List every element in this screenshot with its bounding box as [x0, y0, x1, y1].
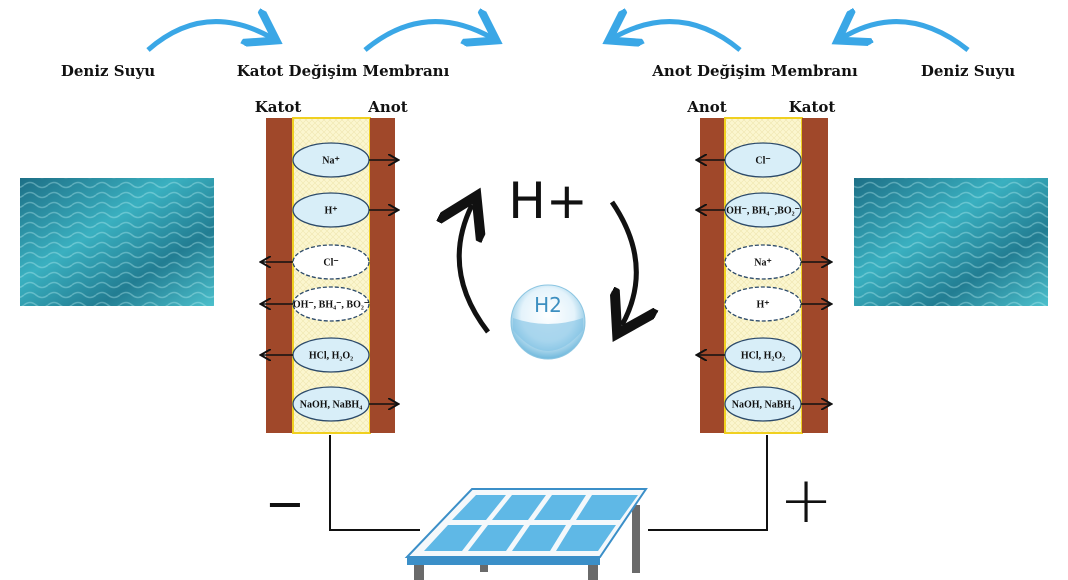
left-cell-cathode-electrode — [266, 118, 293, 433]
right-cell-ion: NaOH, NaBH₄ — [724, 386, 830, 422]
right-cell-ion: OH⁻, BH₄⁻,BO₂⁻ — [698, 192, 802, 228]
ion-label: H⁺ — [756, 300, 769, 311]
flow-arrow-icon — [363, 22, 492, 52]
right-cell-ion: HCl, H₂O₂ — [698, 337, 802, 373]
positive-sign: + — [779, 464, 833, 538]
ion-label: OH⁻, BH₄⁻, BO₂⁻ — [293, 300, 369, 311]
proton-label: H+ — [508, 172, 588, 230]
cation-membrane-label: Katot Değişim Membranı — [237, 62, 450, 80]
right-cell-ion: Na⁺ — [724, 244, 830, 280]
hydrogen-label: H2 — [534, 293, 562, 317]
ion-label: NaOH, NaBH₄ — [300, 400, 362, 411]
left-cell-ion: NaOH, NaBH₄ — [292, 386, 397, 422]
negative-wire — [329, 435, 420, 531]
left-cell-ion: Cl⁻ — [262, 244, 370, 280]
right-cell-cathode-label: Katot — [789, 98, 836, 116]
seawater-right-label: Deniz Suyu — [921, 62, 1015, 80]
left-cell-cathode-label: Katot — [255, 98, 302, 116]
right-cell-ion: Cl⁻ — [698, 142, 802, 178]
ion-label: Cl⁻ — [755, 156, 770, 167]
right-cell-ions: Cl⁻ OH⁻, BH₄⁻,BO₂⁻ Na⁺ H⁺ HCl, H₂O₂ NaOH, NaB… — [698, 142, 830, 422]
ion-label: H⁺ — [324, 206, 337, 217]
left-cell-anode-label: Anot — [367, 98, 408, 116]
negative-sign: − — [265, 476, 305, 532]
ion-ellipse — [292, 286, 370, 322]
left-cell-anode-electrode — [370, 118, 395, 433]
cycle-arrow-up-icon — [459, 205, 490, 334]
hydrogen-bubble: H2 — [510, 284, 586, 360]
right-cell-anode-label: Anot — [686, 98, 727, 116]
flow-arrows — [146, 22, 970, 52]
solar-panel-icon — [404, 488, 648, 580]
right-cell-ion: H⁺ — [724, 286, 830, 322]
ion-label: HCl, H₂O₂ — [309, 351, 353, 362]
left-cell-ion: OH⁻, BH₄⁻, BO₂⁻ — [262, 286, 370, 322]
ion-label: Na⁺ — [754, 258, 772, 269]
left-cell-ions: Na⁺ H⁺ Cl⁻ OH⁻, BH₄⁻, BO₂⁻ HCl, H₂O₂ NaOH, Na… — [262, 142, 397, 422]
anion-membrane-label: Anot Değişim Membranı — [651, 62, 858, 80]
ion-ellipse — [292, 244, 370, 280]
seawater-image-left — [20, 178, 214, 306]
flow-arrow-icon — [613, 22, 742, 52]
flow-arrow-icon — [146, 22, 272, 52]
ion-label: HCl, H₂O₂ — [741, 351, 785, 362]
cycle-arrow-down-icon — [612, 200, 636, 325]
ion-label: Na⁺ — [322, 156, 340, 167]
ion-label: Cl⁻ — [323, 258, 338, 269]
left-cell-ion: H⁺ — [292, 192, 397, 228]
seawater-image-right — [854, 178, 1048, 306]
positive-wire — [648, 435, 768, 531]
ion-label: OH⁻, BH₄⁻,BO₂⁻ — [726, 206, 800, 217]
right-cell-anode-electrode — [700, 118, 725, 433]
ion-label: NaOH, NaBH₄ — [732, 400, 794, 411]
right-cell-cathode-electrode — [802, 118, 828, 433]
left-cell-ion: HCl, H₂O₂ — [262, 337, 370, 373]
flow-arrow-icon — [842, 22, 970, 52]
left-cell-ion: Na⁺ — [292, 142, 397, 178]
seawater-left-label: Deniz Suyu — [61, 62, 155, 80]
